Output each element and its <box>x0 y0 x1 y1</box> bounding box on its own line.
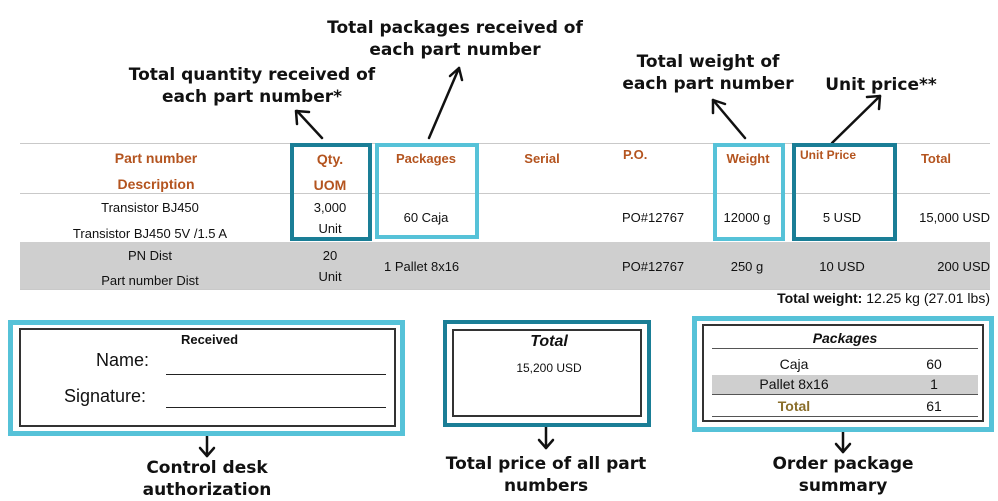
row-2-uom: Unit <box>318 269 342 284</box>
summary-total-line <box>712 394 978 395</box>
unit-price-arrow <box>830 94 882 145</box>
table-top-line <box>20 143 990 144</box>
name-label: Name: <box>96 350 150 370</box>
packages-summary-highlight-box <box>692 316 994 432</box>
header-bottom-line <box>20 193 990 194</box>
header-unit-price: Unit Price <box>800 148 857 162</box>
row-1-description: Transistor BJ450 5V /1.5 A <box>72 226 228 241</box>
summary-row-2-name: Pallet 8x16 <box>759 376 829 392</box>
unit-price-highlight-box <box>792 143 897 241</box>
row-2-qty: 20 <box>322 248 338 263</box>
row-1-po: PO#12767 <box>622 210 685 225</box>
annotation-unit-price: Unit price** <box>825 75 937 95</box>
packages-arrow <box>427 66 461 140</box>
total-weight-value: 12.25 kg (27.01 lbs) <box>866 290 990 306</box>
summary-row-1-count: 60 <box>926 356 942 372</box>
row-1-part-number: Transistor BJ450 <box>101 200 199 215</box>
annotation-packages: Total packages received of each part num… <box>327 18 583 60</box>
row-2-weight: 250 g <box>730 259 764 274</box>
qty-arrow <box>295 109 324 140</box>
order-summary-arrowhead <box>834 442 852 454</box>
weight-highlight-box <box>713 143 785 241</box>
annotation-weight: Total weight of each part number <box>622 52 794 94</box>
row-1-weight: 12000 g <box>723 210 771 225</box>
packages-title-line <box>712 348 978 349</box>
received-highlight-box <box>8 320 405 436</box>
row-1-unit-price: 5 USD <box>822 210 862 225</box>
header-serial: Serial <box>524 151 560 166</box>
row-1-uom: Unit <box>318 221 342 236</box>
qty-arrowhead <box>294 109 311 126</box>
packages-highlight-box <box>375 143 479 239</box>
header-description: Description <box>117 176 195 192</box>
control-arrowhead <box>198 446 216 458</box>
annotation-qty: Total quantity received of each part num… <box>128 65 376 107</box>
annotation-total-price: Total price of all part numbers <box>445 454 647 496</box>
signature-line[interactable] <box>166 407 386 408</box>
weight-arrowhead <box>711 98 727 115</box>
name-signature-line[interactable] <box>166 374 386 375</box>
row-1-total: 15,000 USD <box>919 210 990 225</box>
packages-arrowhead <box>448 66 464 82</box>
weight-arrow <box>711 98 747 140</box>
total-price-arrowhead <box>537 438 555 450</box>
row-2-packages: 1 Pallet 8x16 <box>384 259 460 274</box>
header-part-number: Part number <box>114 150 198 166</box>
total-weight: Total weight: 12.25 kg (27.01 lbs) <box>690 290 990 306</box>
total-weight-label: Total weight: <box>777 290 863 306</box>
summary-total-value: 61 <box>926 398 942 414</box>
total-title: Total <box>530 333 568 350</box>
unit-price-arrowhead <box>865 94 882 111</box>
row-1-packages: 60 Caja <box>403 210 449 225</box>
packages-summary-panel: Packages Caja 60 Pallet 8x16 1 Total 61 <box>702 324 984 422</box>
qty-highlight-box <box>290 143 372 241</box>
header-po: P.O. <box>623 147 648 162</box>
header-weight: Weight <box>726 151 770 166</box>
row-2-total: 200 USD <box>937 259 990 274</box>
received-title: Received <box>180 332 239 347</box>
total-panel: Total 15,200 USD <box>452 329 642 417</box>
row-2-po: PO#12767 <box>622 259 685 274</box>
row-2-unit-price: 10 USD <box>819 259 865 274</box>
summary-row-2-count: 1 <box>930 376 938 392</box>
header-packages: Packages <box>396 151 456 166</box>
row-1-qty: 3,000 <box>313 200 347 215</box>
header-total: Total <box>920 151 952 166</box>
signature-label: Signature: <box>64 386 147 406</box>
total-value: 15,200 USD <box>516 361 582 375</box>
packages-summary-title: Packages <box>812 330 878 346</box>
row-2-description: Part number Dist <box>101 273 199 288</box>
summary-row-2-background <box>712 375 978 394</box>
summary-bottom-line <box>712 416 978 417</box>
header-qty: Qty. <box>316 151 344 167</box>
header-uom: UOM <box>313 177 347 193</box>
total-highlight-box <box>443 320 651 427</box>
summary-total-label: Total <box>777 398 811 414</box>
summary-row-1-name: Caja <box>779 356 809 372</box>
row-2-part-number: PN Dist <box>127 248 173 263</box>
annotation-control: Control desk authorization <box>142 458 272 500</box>
table-bottom-line <box>20 289 990 290</box>
row-2-background <box>20 242 990 289</box>
annotation-order-summary: Order package summary <box>772 454 914 496</box>
received-panel: Received Name: Signature: <box>19 328 396 427</box>
